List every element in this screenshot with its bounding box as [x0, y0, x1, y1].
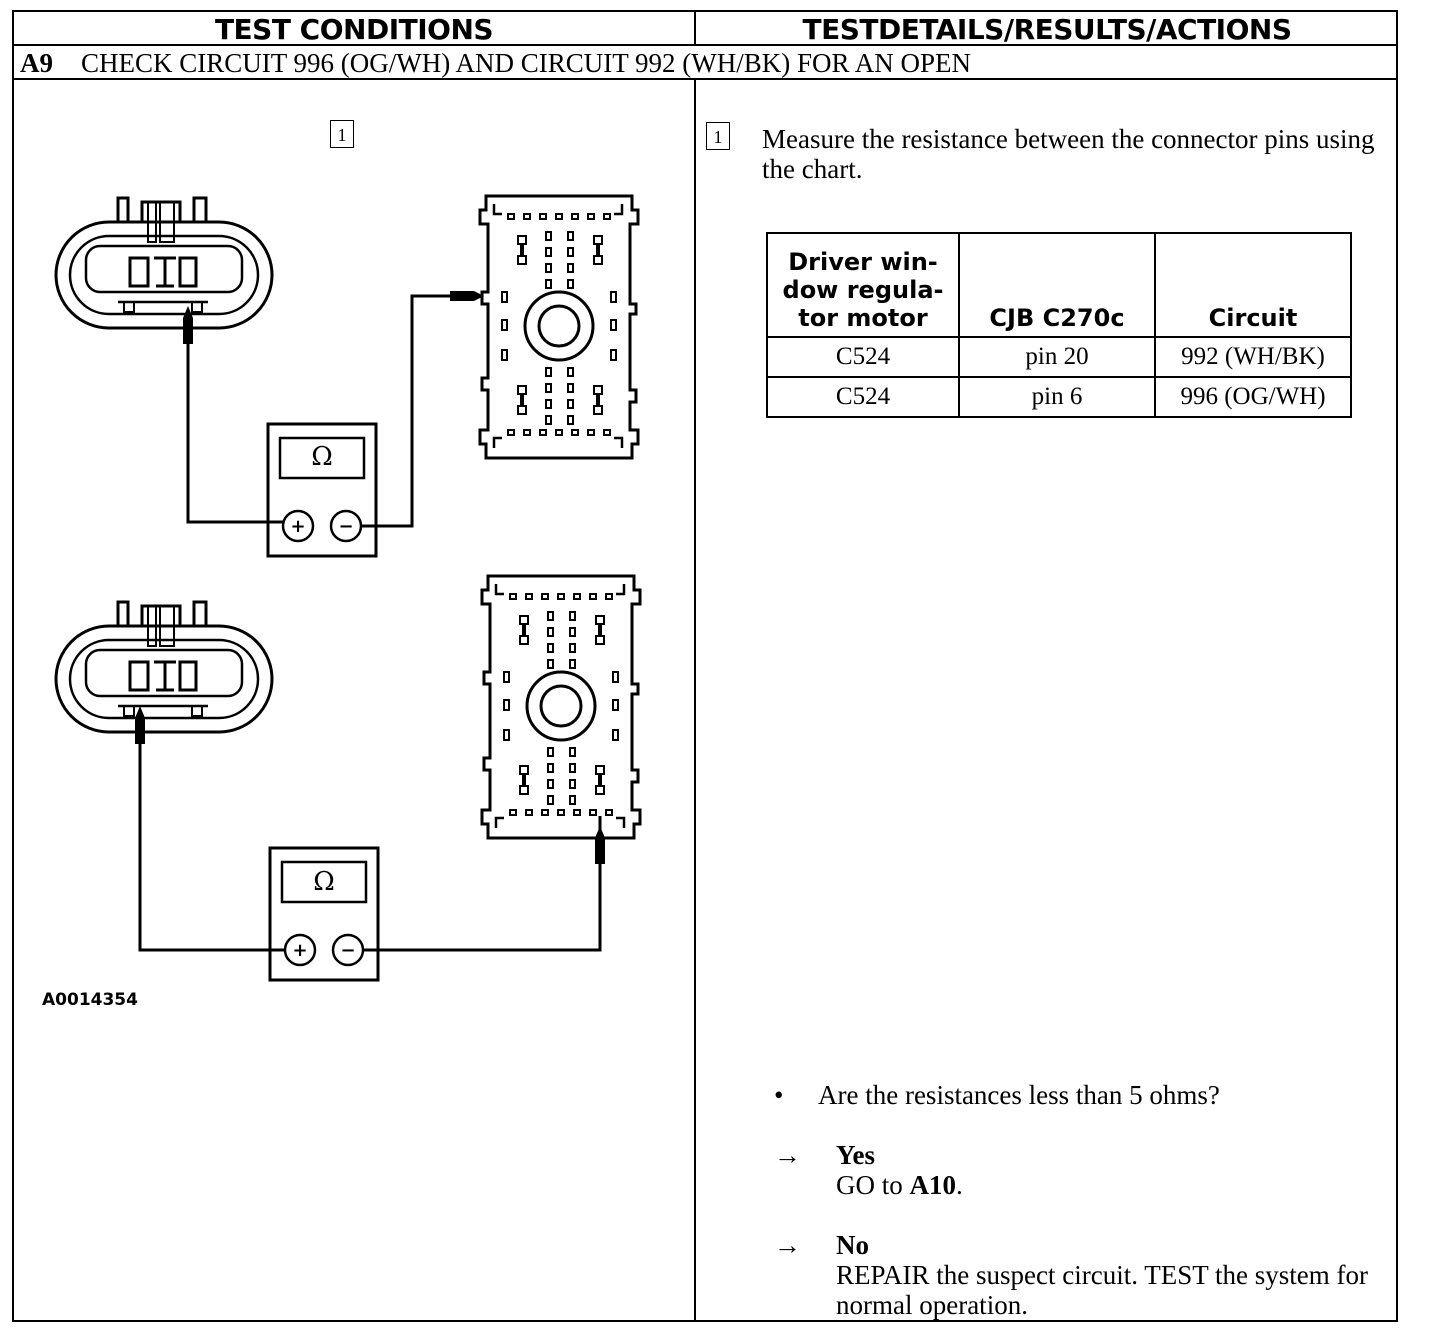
procedure-frame: TEST CONDITIONS TESTDETAILS/RESULTS/ACTI…: [12, 10, 1398, 1322]
figure-callout: 1: [330, 120, 354, 148]
cell-circuit: 996 (OG/WH): [1154, 376, 1352, 418]
cell-connector: C524: [766, 376, 960, 418]
chart-header-cjb: CJB C270c: [958, 232, 1156, 338]
cell-pin: pin 20: [958, 336, 1156, 378]
step-heading: CHECK CIRCUIT 996 (OG/WH) AND CIRCUIT 99…: [81, 48, 972, 78]
ohm-symbol-upper: Ω: [311, 442, 333, 472]
minus-terminal-upper: −: [338, 516, 353, 537]
wiring-diagram: Ω + − Ω + −: [54, 194, 642, 982]
arrow-icon: →: [774, 1230, 801, 1260]
minus-terminal-lower: −: [340, 940, 355, 961]
yes-action-suffix: .: [956, 1170, 963, 1200]
arrow-icon: →: [774, 1140, 801, 1170]
plus-terminal-lower: +: [292, 940, 307, 961]
step-title: A9 CHECK CIRCUIT 996 (OG/WH) AND CIRCUIT …: [20, 46, 971, 80]
yes-action-text: GO to: [836, 1170, 910, 1200]
title-rule: [14, 78, 1396, 80]
no-label: No: [836, 1230, 869, 1260]
question-text: Are the resistances less than 5 ohms?: [818, 1080, 1220, 1110]
bullet: •: [774, 1080, 784, 1110]
column-divider: [694, 80, 696, 1322]
cell-pin: pin 6: [958, 376, 1156, 418]
instruction-text: Measure the resistance between the conne…: [762, 124, 1375, 184]
step-callout: 1: [706, 122, 730, 150]
table-row: C524 pin 6 996 (OG/WH): [766, 376, 1352, 418]
chart-header-circuit: Circuit: [1154, 232, 1352, 338]
yes-label: Yes: [836, 1140, 875, 1170]
cell-circuit: 992 (WH/BK): [1154, 336, 1352, 378]
header-rule: [14, 44, 1396, 46]
step-number: A9: [20, 48, 53, 78]
cell-connector: C524: [766, 336, 960, 378]
yes-action-target: A10: [909, 1170, 957, 1200]
header-test-details: TESTDETAILS/RESULTS/ACTIONS: [802, 13, 1292, 46]
ohm-symbol-lower: Ω: [313, 867, 335, 897]
plus-terminal-upper: +: [290, 516, 305, 537]
question: • Are the resistances less than 5 ohms?: [774, 1080, 1220, 1111]
header-test-conditions: TEST CONDITIONS: [214, 13, 494, 46]
chart-header-motor: Driver win-dow regula-tor motor: [766, 232, 960, 338]
figure-id: A0014354: [42, 990, 138, 1010]
yes-action: GO to A10.: [836, 1170, 1396, 1200]
table-row: C524 pin 20 992 (WH/BK): [766, 336, 1352, 378]
no-action: REPAIR the suspect circuit. TEST the sys…: [836, 1260, 1368, 1320]
pin-chart: Driver win-dow regula-tor motor CJB C270…: [766, 232, 1352, 418]
header-divider: [694, 12, 696, 46]
